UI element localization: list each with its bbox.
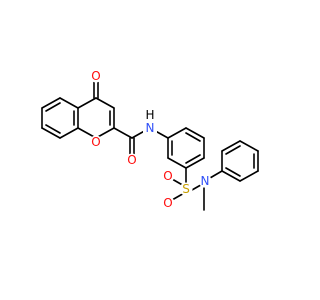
bond — [239, 140, 259, 152]
amide-hydrogen-label: H — [145, 108, 154, 122]
bond — [59, 127, 79, 139]
bond-double-inner — [45, 102, 61, 112]
bond — [167, 127, 187, 139]
bond — [95, 97, 115, 109]
bond — [185, 127, 205, 139]
bond — [59, 97, 79, 109]
atom-labels: O O O H N S O O N — [89, 69, 212, 210]
pyranone-ring — [77, 80, 115, 139]
sulfonyl-oxygen-top-label: O — [163, 169, 172, 183]
ketone-oxygen-label: O — [91, 69, 100, 83]
bond-double-inner — [45, 124, 61, 134]
bond — [41, 97, 61, 109]
central-phenyl-ring — [167, 127, 205, 169]
bond — [185, 157, 205, 169]
bond — [167, 157, 187, 169]
bond — [221, 140, 241, 152]
bond — [239, 170, 259, 182]
bond — [221, 170, 241, 182]
bond-double-inner — [225, 145, 241, 155]
n-phenyl-ring — [209, 140, 259, 182]
bond — [113, 127, 133, 139]
benzo-ring — [41, 97, 79, 139]
bond — [209, 170, 223, 179]
bond-double-inner — [185, 132, 201, 142]
amide-nitrogen-label: N — [146, 121, 155, 135]
sulfur-label: S — [182, 182, 190, 196]
amide-group — [113, 127, 169, 156]
bond-double-inner — [225, 167, 241, 177]
ring-oxygen-label: O — [91, 135, 100, 149]
sulfonyl-oxygen-bottom-label: O — [163, 196, 172, 210]
amide-oxygen-label: O — [127, 153, 136, 167]
bond-double-inner — [185, 154, 201, 164]
sulfonamide-nitrogen-label: N — [201, 174, 210, 188]
bond — [41, 127, 61, 139]
molecule-structure: O O O H N S O O N — [41, 69, 259, 211]
bond — [77, 97, 97, 109]
